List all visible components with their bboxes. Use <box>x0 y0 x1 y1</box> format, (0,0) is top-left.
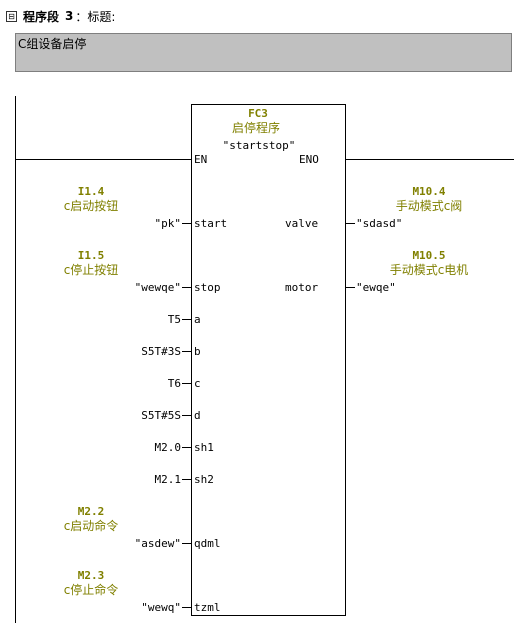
input-operand-d[interactable]: S5T#5S <box>141 409 181 422</box>
input-wire-b <box>182 351 191 352</box>
output-wire-valve <box>346 223 355 224</box>
block-name: FC3 <box>248 107 268 120</box>
input-wire-c <box>182 383 191 384</box>
input-wire-sh1 <box>182 447 191 448</box>
input-operand-stop[interactable]: "wewqe" <box>134 281 181 294</box>
input-operand-b[interactable]: S5T#3S <box>141 345 181 358</box>
network-number: 3 <box>65 9 74 23</box>
input-symbol-comment-stop: c停止按钮 <box>63 263 119 277</box>
collapse-icon[interactable]: ⊟ <box>6 10 17 22</box>
block-comment: 启停程序 <box>231 121 281 135</box>
pin-label-tzml: tzml <box>194 601 221 614</box>
pin-label-d: d <box>194 409 201 422</box>
input-operand-sh2[interactable]: M2.1 <box>154 473 182 486</box>
output-operand-valve[interactable]: "sdasd" <box>356 217 403 230</box>
input-operand-start[interactable]: "pk" <box>154 217 182 230</box>
network-header: ⊟ 程序段 3 ：标题: <box>6 6 115 26</box>
pin-label-start: start <box>194 217 228 230</box>
input-wire-stop <box>182 287 191 288</box>
output-address-valve: M10.4 <box>412 185 446 198</box>
input-address-stop: I1.5 <box>77 249 105 262</box>
pin-label-a: a <box>194 313 201 326</box>
eno-connection-line <box>346 159 514 160</box>
pin-label-sh1: sh1 <box>194 441 214 454</box>
input-address-start: I1.4 <box>77 185 105 198</box>
input-operand-sh1[interactable]: M2.0 <box>154 441 182 454</box>
en-pin-label: EN <box>194 153 208 166</box>
input-operand-a[interactable]: T5 <box>167 313 181 326</box>
pin-label-b: b <box>194 345 201 358</box>
network-comment[interactable]: C组设备启停 <box>15 33 512 72</box>
input-operand-tzml[interactable]: "wewq" <box>141 601 181 614</box>
input-wire-sh2 <box>182 479 191 480</box>
pin-label-stop: stop <box>194 281 221 294</box>
pin-label-sh2: sh2 <box>194 473 214 486</box>
pin-label-c: c <box>194 377 201 390</box>
output-symbol-comment-motor: 手动模式c电机 <box>389 263 469 277</box>
eno-pin-label: ENO <box>299 153 319 166</box>
input-wire-tzml <box>182 607 191 608</box>
input-wire-qdml <box>182 543 191 544</box>
pin-label-valve: valve <box>285 217 319 230</box>
network-title-label: ：标题: <box>75 9 116 24</box>
output-wire-motor <box>346 287 355 288</box>
input-wire-d <box>182 415 191 416</box>
network-label: 程序段 <box>23 9 60 24</box>
input-symbol-comment-qdml: c启动命令 <box>63 519 119 533</box>
en-connection-line <box>15 159 191 160</box>
block-symbol: "startstop" <box>222 139 296 152</box>
output-operand-motor[interactable]: "ewqe" <box>356 281 396 294</box>
input-wire-a <box>182 319 191 320</box>
input-address-tzml: M2.3 <box>77 569 105 582</box>
input-wire-start <box>182 223 191 224</box>
output-address-motor: M10.5 <box>412 249 446 262</box>
input-operand-c[interactable]: T6 <box>167 377 181 390</box>
power-rail <box>15 96 16 623</box>
input-symbol-comment-start: c启动按钮 <box>63 199 119 213</box>
input-address-qdml: M2.2 <box>77 505 105 518</box>
input-operand-qdml[interactable]: "asdew" <box>134 537 181 550</box>
function-block[interactable] <box>191 104 346 616</box>
pin-label-motor: motor <box>285 281 319 294</box>
output-symbol-comment-valve: 手动模式c阀 <box>395 199 463 213</box>
input-symbol-comment-tzml: c停止命令 <box>63 583 119 597</box>
pin-label-qdml: qdml <box>194 537 221 550</box>
